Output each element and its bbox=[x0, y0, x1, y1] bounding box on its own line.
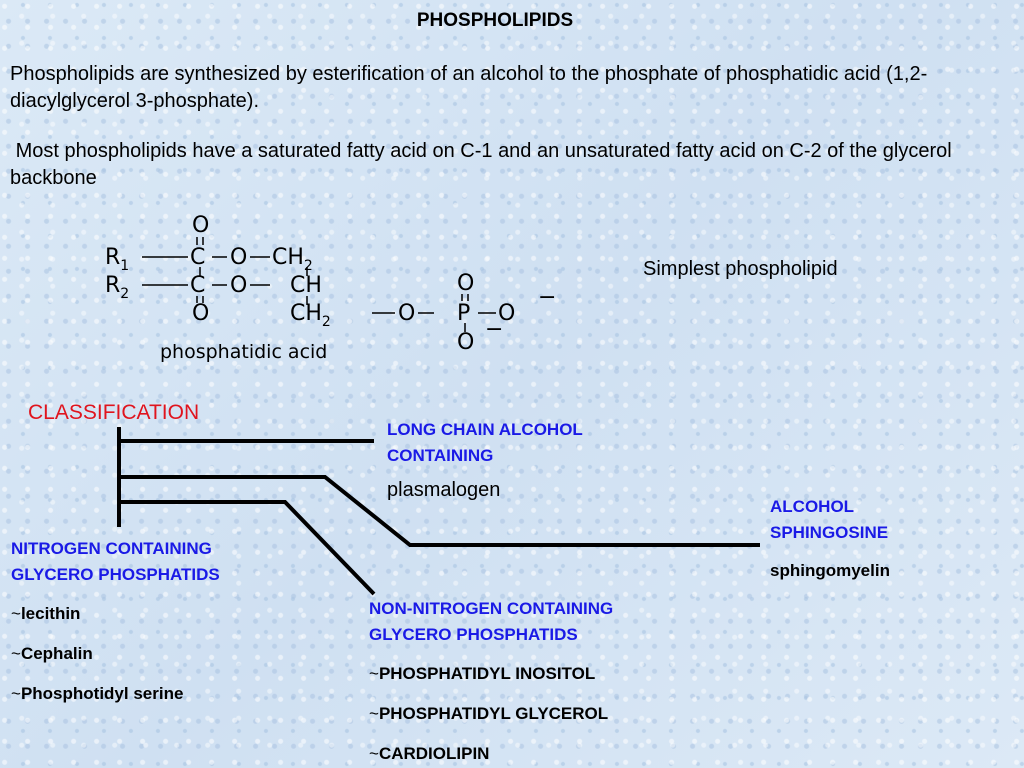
plasmalogen-label: plasmalogen bbox=[387, 479, 501, 501]
r2-group: R2 bbox=[105, 273, 129, 302]
r1-group: R1 bbox=[105, 245, 129, 274]
non-nitrogen-item-inositol: ~PHOSPHATIDYL INOSITOL bbox=[369, 664, 596, 683]
phosphoryl-oxygen: O bbox=[457, 271, 474, 296]
phosphatidic-acid-structure: O R1 C O CH2 R2 C O CH O CH2 O O bbox=[105, 213, 556, 362]
ester-oxygen-2: O bbox=[230, 273, 247, 298]
ch2-group-bottom: CH2 bbox=[290, 301, 331, 330]
structure-label: phosphatidic acid bbox=[160, 341, 327, 362]
structure-caption: Simplest phospholipid bbox=[643, 258, 838, 280]
classification-heading: CLASSIFICATION bbox=[28, 401, 200, 424]
long-chain-alcohol-group: LONG CHAIN ALCOHOL CONTAINING plasmaloge… bbox=[387, 417, 583, 502]
charge-minus-right: − bbox=[538, 285, 556, 310]
page-title: PHOSPHOLIPIDS bbox=[416, 10, 574, 31]
sphingosine-heading-line1: ALCOHOL bbox=[770, 497, 855, 516]
non-nitrogen-item-glycerol: ~PHOSPHATIDYL GLYCEROL bbox=[369, 704, 609, 723]
carbon-2: C bbox=[190, 273, 205, 298]
long-chain-heading-line1: LONG CHAIN ALCOHOL bbox=[387, 420, 583, 439]
nitrogen-containing-group: NITROGEN CONTAINING GLYCERO PHOSPHATIDS … bbox=[11, 536, 220, 704]
non-nitrogen-item-cardiolipin: ~CARDIOLIPIN bbox=[369, 744, 490, 763]
nitrogen-item-phosphotidyl-serine: ~Phosphotidyl serine bbox=[11, 684, 184, 703]
phosphate-oxygen-right: O bbox=[498, 301, 515, 326]
carbon-1: C bbox=[190, 245, 205, 270]
ester-oxygen-1: O bbox=[230, 245, 247, 270]
carbonyl-oxygen-top: O bbox=[192, 213, 209, 238]
phosphate-ester-oxygen: O bbox=[398, 301, 415, 326]
sphingosine-heading-line2: SPHINGOSINE bbox=[770, 523, 889, 542]
ch2-group-top: CH2 bbox=[272, 245, 313, 274]
phosphorus: P bbox=[457, 301, 470, 326]
intro-paragraph-1: Phospholipids are synthesized by esterif… bbox=[10, 63, 928, 112]
sphingosine-group: ALCOHOL SPHINGOSINE sphingomyelin bbox=[770, 494, 890, 581]
carbonyl-oxygen-bottom: O bbox=[192, 301, 209, 326]
branch-sphingosine bbox=[119, 475, 760, 547]
branch-non-nitrogen bbox=[119, 500, 376, 596]
non-nitrogen-containing-group: NON-NITROGEN CONTAINING GLYCERO PHOSPHAT… bbox=[369, 596, 613, 764]
phosphate-oxygen-bottom: O bbox=[457, 330, 474, 355]
nitrogen-heading-line1: NITROGEN CONTAINING bbox=[11, 539, 212, 558]
ch-group: CH bbox=[290, 273, 322, 298]
nitrogen-item-cephalin: ~Cephalin bbox=[11, 644, 93, 663]
non-nitrogen-heading-line1: NON-NITROGEN CONTAINING bbox=[369, 599, 614, 618]
nitrogen-heading-line2: GLYCERO PHOSPHATIDS bbox=[11, 565, 220, 584]
non-nitrogen-heading-line2: GLYCERO PHOSPHATIDS bbox=[369, 625, 578, 644]
sphingomyelin-label: sphingomyelin bbox=[770, 561, 890, 580]
nitrogen-item-lecithin: ~lecithin bbox=[11, 604, 81, 623]
intro-paragraph-2: Most phospholipids have a saturated fatt… bbox=[10, 140, 958, 189]
charge-minus-bottom: − bbox=[485, 317, 503, 342]
long-chain-heading-line2: CONTAINING bbox=[387, 446, 494, 465]
